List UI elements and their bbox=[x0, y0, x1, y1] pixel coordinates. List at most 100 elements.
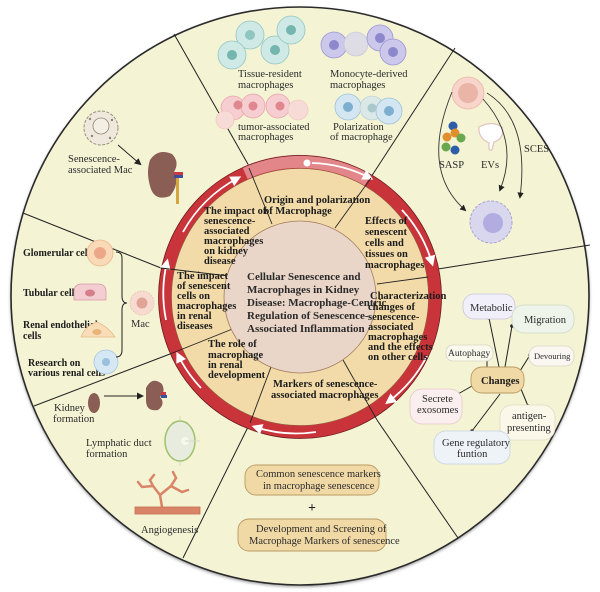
node-hub-changes[interactable]: Changes bbox=[470, 366, 525, 394]
divider-bottom-right bbox=[376, 419, 459, 539]
inner-section-senescent-cells-impact[interactable]: The impact of senescent cells on macroph… bbox=[177, 271, 236, 332]
effects-panel: SASP EVs SCES bbox=[438, 76, 549, 244]
inner-section-characterization[interactable]: Characterization changes of senescence- … bbox=[368, 291, 447, 363]
tubular-cell-icon bbox=[73, 283, 107, 301]
section-label-line: disease bbox=[204, 256, 236, 267]
kidney-formation-label: formation bbox=[53, 414, 95, 425]
monocyte-derived-label: Monocyte-derived bbox=[330, 69, 408, 80]
marker-box-label: in macrophage senescence bbox=[263, 481, 375, 492]
tissue-resident-macrophage-icon bbox=[217, 15, 306, 70]
node-label: presenting bbox=[507, 423, 551, 434]
divider-bottom-left bbox=[182, 422, 251, 559]
section-label-line: The impact of bbox=[204, 206, 267, 217]
tissue-resident-label: macrophages bbox=[238, 80, 293, 91]
inner-section-effects[interactable]: Effects of senescent cells and tissues o… bbox=[365, 216, 424, 271]
node-antigen-presenting[interactable]: antigen- presenting bbox=[499, 404, 556, 441]
origin-panel: Tissue-resident macrophages tumor-associ… bbox=[215, 15, 408, 143]
research-cell-icon bbox=[93, 349, 119, 375]
small-kidney-icon bbox=[88, 393, 100, 413]
section-label-line: associated bbox=[204, 226, 250, 237]
lymphatic-label: formation bbox=[86, 449, 128, 460]
center-title-line: Disease: Macrophage-Centric bbox=[247, 297, 387, 309]
tumor-associated-macrophage-icon bbox=[215, 93, 309, 130]
node-migration[interactable]: Migration bbox=[511, 304, 575, 334]
marker-box-development[interactable]: Development and Screening of Macrophage … bbox=[237, 518, 400, 552]
center-title-line: Cellular Senescence and bbox=[247, 271, 360, 283]
inner-dividers bbox=[160, 167, 429, 424]
section-label-line: of Macrophage bbox=[264, 206, 332, 217]
node-gene-regulatory[interactable]: Gene regulatory funtion bbox=[433, 430, 511, 465]
evs-label: EVs bbox=[481, 160, 499, 171]
section-label-line: cells on bbox=[177, 291, 210, 302]
sam-label: associated Mac bbox=[68, 165, 133, 176]
endothelial-label: Renal endothelial bbox=[23, 320, 98, 331]
section-label-line: associated macrophages bbox=[271, 390, 378, 401]
section-label-line: macrophages bbox=[204, 236, 263, 247]
divider-lower-left bbox=[33, 353, 171, 407]
inner-section-markers[interactable]: Markers of senescence- associated macrop… bbox=[271, 379, 378, 401]
monocyte-derived-label: macrophages bbox=[330, 80, 385, 91]
divider-right bbox=[437, 244, 591, 270]
node-secrete-exosomes[interactable]: Secrete exosomes bbox=[409, 388, 463, 425]
section-label-line: macrophages bbox=[368, 332, 427, 343]
divider-top-left bbox=[173, 33, 250, 167]
ring-outer-edge bbox=[158, 155, 442, 439]
section-label-line: macrophages bbox=[177, 301, 236, 312]
lymphatic-label: Lymphatic duct bbox=[86, 438, 152, 449]
ring-arrows bbox=[160, 159, 436, 435]
inner-divider-4 bbox=[342, 359, 378, 421]
section-label-line: The role of bbox=[208, 339, 257, 350]
node-metabolic[interactable]: Metabolic bbox=[462, 293, 516, 320]
research-label: Research on bbox=[28, 358, 81, 369]
inner-divider-1 bbox=[248, 167, 273, 225]
ev-icon bbox=[478, 122, 504, 151]
mac-label: Mac bbox=[131, 319, 150, 330]
polarization-macrophage-icon bbox=[334, 93, 403, 125]
node-label: Autophagy bbox=[448, 349, 490, 359]
plus-sign: + bbox=[308, 501, 316, 516]
inner-section-renal-development[interactable]: The role of macrophage in renal developm… bbox=[208, 339, 266, 381]
center-disk bbox=[223, 220, 377, 374]
sces-label: SCES bbox=[524, 144, 549, 155]
inner-divider-6 bbox=[169, 325, 241, 355]
center-title-line: Macrophages in Kidney bbox=[247, 284, 360, 296]
node-label: Migration bbox=[524, 315, 567, 326]
sam-panel: Senescence- associated Mac bbox=[68, 110, 183, 204]
node-label: Secrete bbox=[422, 394, 453, 405]
polarization-label: Polarization bbox=[333, 122, 384, 133]
ring-arrow-bottom bbox=[251, 424, 317, 435]
center-title-line: Associated Inflammation bbox=[247, 323, 365, 335]
marker-box-common[interactable]: Common senescence markers in macrophage … bbox=[244, 464, 381, 496]
divider-left bbox=[22, 212, 162, 269]
section-label-line: macrophages bbox=[365, 260, 424, 271]
macrophage-target-icon bbox=[469, 200, 513, 244]
node-autophagy[interactable]: Autophagy bbox=[445, 344, 494, 362]
marker-box-label: Common senescence markers bbox=[256, 469, 381, 480]
kidney-formation-label: Kidney bbox=[54, 403, 86, 414]
ring-start-dot bbox=[303, 159, 311, 167]
renal-cells-brace bbox=[115, 251, 128, 358]
section-label-line: cells and bbox=[365, 238, 404, 249]
ring-arrow-lower-left bbox=[176, 351, 202, 389]
tumor-associated-label: tumor-associated bbox=[238, 122, 310, 133]
mac-cell-icon bbox=[129, 290, 155, 316]
polarization-label: of macrophage bbox=[330, 132, 393, 143]
endothelial-cell-icon bbox=[80, 321, 116, 338]
inner-divider-5 bbox=[249, 366, 272, 424]
node-devouring[interactable]: Devouring bbox=[528, 345, 575, 367]
divider-top-right bbox=[370, 47, 456, 178]
tissue-resident-label: Tissue-resident bbox=[238, 69, 302, 80]
inner-section-sam-impact[interactable]: The impact of senescence- associated mac… bbox=[204, 206, 267, 267]
sasp-label: SASP bbox=[439, 160, 464, 171]
inner-divider-7 bbox=[160, 267, 238, 278]
section-label-line: changes of bbox=[368, 302, 415, 313]
section-label-line: diseases bbox=[177, 321, 213, 332]
section-label-line: on other cells bbox=[368, 352, 427, 363]
ring-arrow-top bbox=[311, 162, 374, 180]
section-label-line: Origin and polarization bbox=[264, 195, 370, 206]
inner-divider-2 bbox=[334, 177, 372, 229]
inner-section-origin[interactable]: Origin and polarization of Macrophage bbox=[264, 195, 370, 217]
center-title-line: Regulation of Senescence- bbox=[247, 310, 369, 322]
glomerular-cell-icon bbox=[86, 239, 114, 267]
